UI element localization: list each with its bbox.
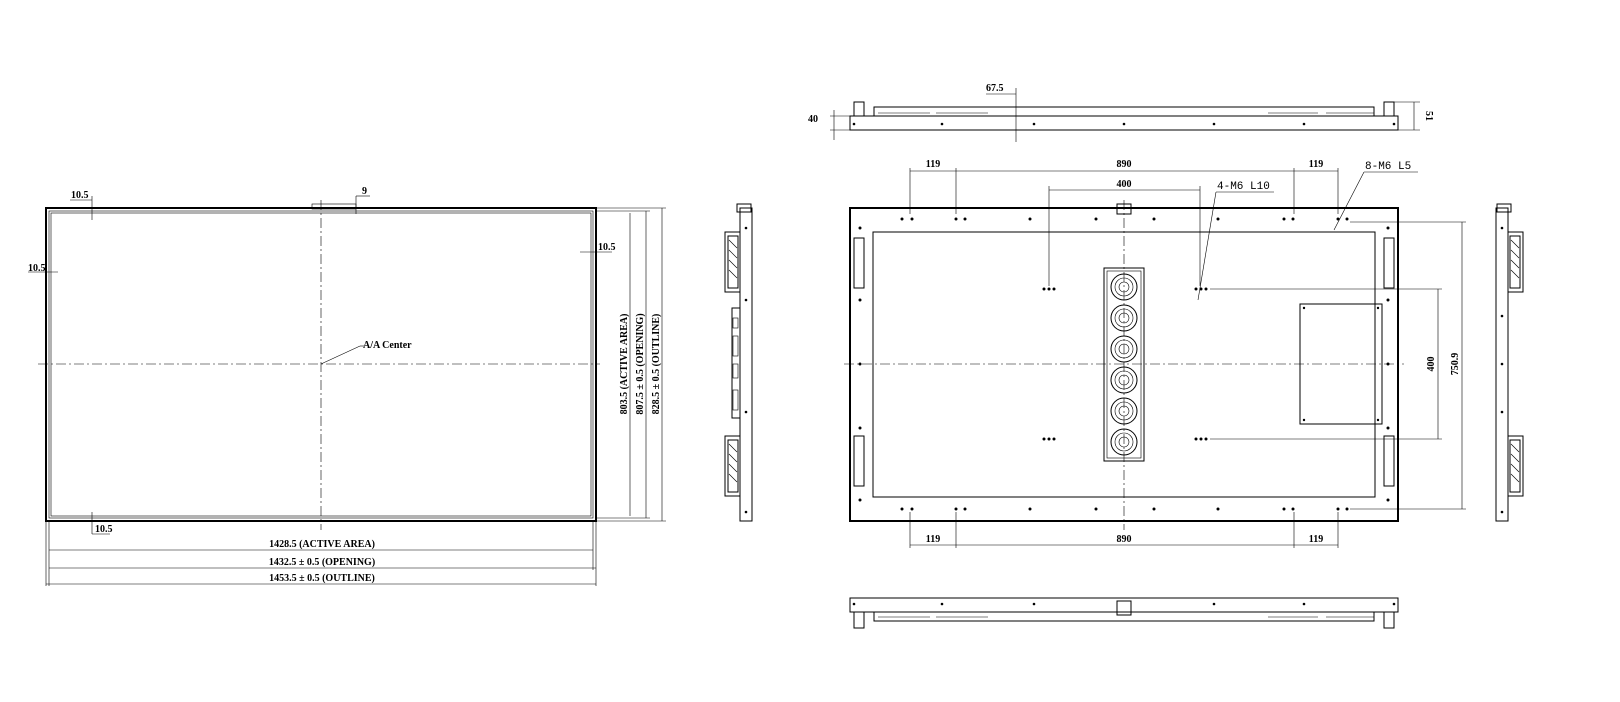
- top-depth-dim: 40: [808, 114, 818, 125]
- rear-holes: [858, 217, 1390, 511]
- front-bottom-gap: 10.5: [95, 524, 113, 535]
- width-opening-dim: 1432.5 ± 0.5 (OPENING): [269, 557, 375, 568]
- height-outline-dim: 828.5 ± 0.5 (OUTLINE): [651, 314, 662, 415]
- left-side-view: [724, 203, 753, 522]
- width-outline-dim: 1453.5 ± 0.5 (OUTLINE): [269, 573, 375, 584]
- front-top-gap: 10.5: [71, 190, 89, 201]
- top-view: 40 67.5 51: [808, 83, 1434, 142]
- front-tab-dim: 9: [362, 186, 367, 197]
- bottom-view: [849, 597, 1399, 629]
- rear-bottom-left-dim: 119: [926, 534, 940, 545]
- rear-bottom-right-dim: 119: [1309, 534, 1323, 545]
- top-height-dim: 51: [1423, 111, 1434, 121]
- rear-top-mid-dim: 890: [1117, 159, 1132, 170]
- rear-top-left-dim: 119: [926, 159, 940, 170]
- m6-l5-label: 8-M6 L5: [1365, 161, 1411, 173]
- rear-total-height-dim: 750.9: [1450, 353, 1461, 376]
- rear-bottom-mid-dim: 890: [1117, 534, 1132, 545]
- rear-view: 119 890 119 400 4-M6 L10 8-M6 L5 400 750…: [844, 159, 1466, 548]
- rear-vesa-height-dim: 400: [1426, 357, 1437, 372]
- aa-center-label: A/A Center: [363, 340, 412, 351]
- height-active-dim: 803.5 (ACTIVE AREA): [619, 314, 630, 415]
- right-side-view: [1495, 203, 1524, 522]
- rear-top-right-dim: 119: [1309, 159, 1323, 170]
- top-offset-dim: 67.5: [986, 83, 1004, 94]
- width-active-dim: 1428.5 (ACTIVE AREA): [269, 539, 375, 550]
- front-left-gap: 10.5: [28, 263, 46, 274]
- m6-l10-label: 4-M6 L10: [1217, 181, 1270, 193]
- fan-module: [1103, 267, 1145, 462]
- bottom-view-body: [849, 597, 1399, 613]
- front-view: 10.5 10.5 10.5 10.5 9 A/A Center 1428.5 …: [28, 186, 666, 586]
- height-opening-dim: 807.5 ± 0.5 (OPENING): [635, 313, 646, 414]
- rear-vesa-width-dim: 400: [1117, 179, 1132, 190]
- front-opening: [48, 210, 594, 519]
- front-right-gap: 10.5: [598, 242, 616, 253]
- fan-icons: [1110, 273, 1138, 456]
- board-plate: [1299, 303, 1383, 425]
